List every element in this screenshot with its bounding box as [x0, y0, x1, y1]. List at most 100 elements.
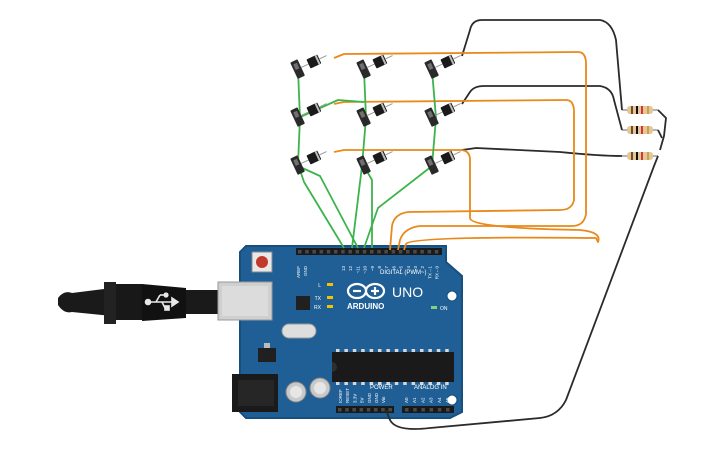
matrix-switch[interactable]: [356, 95, 396, 127]
resistor[interactable]: [622, 106, 658, 114]
matrix-switch[interactable]: [290, 143, 330, 175]
digital-header[interactable]: [296, 248, 442, 255]
header-hole: [341, 250, 345, 254]
ground-wire-row1[interactable]: [461, 19, 623, 111]
led-tx: [327, 296, 333, 299]
row-wire-3[interactable]: [333, 149, 600, 251]
header-hole: [421, 408, 425, 412]
column-wire-2[interactable]: [351, 69, 367, 249]
pin-label: 7: [384, 266, 389, 269]
chip-pin: [386, 349, 390, 352]
row-wire-1[interactable]: [333, 51, 587, 251]
header-hole: [362, 250, 367, 254]
led-rx: [327, 305, 333, 308]
pin-label: A0: [404, 397, 409, 403]
ground-wire-row3[interactable]: [461, 147, 623, 157]
matrix-switch[interactable]: [356, 143, 396, 175]
pin-label: RX←0: [435, 266, 440, 280]
pushbutton-actuator: [293, 158, 300, 166]
pushbutton-actuator: [359, 158, 366, 166]
diode: [440, 150, 456, 165]
ground-wire-row2[interactable]: [461, 85, 623, 131]
pushbutton-body: [356, 59, 371, 79]
power-jack[interactable]: [232, 374, 278, 412]
pin-label: 13: [341, 266, 346, 272]
header-hole: [406, 250, 410, 254]
chip-pin: [352, 349, 357, 352]
matrix-switch[interactable]: [424, 47, 464, 79]
chip-pin: [420, 349, 424, 352]
chip-pin: [428, 382, 432, 385]
chip-pin: [378, 349, 382, 352]
chip-pin: [436, 382, 441, 385]
column-wire-4[interactable]: [297, 165, 359, 249]
header-hole: [420, 250, 424, 254]
matrix-switch[interactable]: [356, 47, 396, 79]
header-hole: [298, 250, 302, 254]
pushbutton-body: [424, 155, 439, 175]
chip-pin: [386, 382, 390, 385]
usb-symbol-icon: [144, 292, 180, 311]
voltage-regulator: [258, 348, 276, 362]
diode: [440, 102, 456, 117]
pushbutton-actuator: [427, 62, 434, 70]
pin-label: IOREF: [338, 389, 343, 403]
pushbutton-actuator: [293, 110, 300, 118]
ground-bus-link[interactable]: [657, 109, 667, 151]
pushbutton-body: [290, 59, 305, 79]
pushbutton-actuator: [359, 110, 366, 118]
pin-label: 8: [377, 266, 382, 269]
matrix-switch[interactable]: [290, 95, 330, 127]
header-hole: [359, 408, 364, 412]
analog-header[interactable]: [402, 406, 454, 413]
pushbutton-body: [290, 107, 305, 127]
pushbutton-actuator: [359, 62, 366, 70]
pin-label: 12: [348, 266, 353, 272]
header-hole: [437, 408, 442, 412]
pin-label: 5V: [360, 397, 365, 403]
power-header[interactable]: [336, 406, 394, 413]
ground-bus-link[interactable]: [657, 129, 663, 139]
row-wire-2[interactable]: [333, 99, 575, 251]
capacitor: [309, 377, 331, 399]
header-hole: [384, 250, 388, 254]
header-hole: [427, 250, 432, 254]
led-l: [327, 283, 333, 286]
led-on-label: ON: [440, 306, 448, 312]
crystal-oscillator: [281, 323, 317, 339]
header-hole: [355, 250, 360, 254]
gnd-label: GND: [303, 265, 308, 276]
chip-pin: [378, 382, 382, 385]
arduino-logo-icon: [346, 282, 386, 300]
pin-label: ~11: [355, 266, 360, 274]
pin-label: GND: [374, 392, 379, 403]
pin-label: TX→1: [427, 266, 432, 279]
chip-pin: [369, 349, 374, 352]
reset-button[interactable]: [251, 251, 273, 273]
header-hole: [319, 250, 324, 254]
switch-matrix: [290, 47, 464, 175]
pin-label: A2: [420, 397, 425, 403]
led-on: [431, 306, 437, 309]
diode: [306, 150, 322, 165]
resistor[interactable]: [622, 152, 658, 160]
pin-label: ~3: [413, 266, 418, 272]
pin-label: ~6: [391, 266, 396, 272]
resistor[interactable]: [622, 126, 658, 134]
matrix-switch[interactable]: [424, 143, 464, 175]
power-section-label: POWER: [370, 385, 393, 391]
pushbutton-body: [356, 107, 371, 127]
chip-pin: [336, 349, 340, 352]
usb-cable[interactable]: [58, 282, 218, 324]
matrix-switch[interactable]: [290, 47, 330, 79]
header-hole: [312, 250, 316, 254]
pin-label: A5: [445, 397, 450, 403]
aref-label: AREF: [296, 266, 301, 278]
ground-wires: [385, 19, 667, 430]
header-hole: [348, 250, 352, 254]
ground-return-wire[interactable]: [385, 155, 659, 430]
matrix-switch[interactable]: [424, 95, 464, 127]
pushbutton-actuator: [293, 62, 300, 70]
diode: [306, 102, 322, 117]
